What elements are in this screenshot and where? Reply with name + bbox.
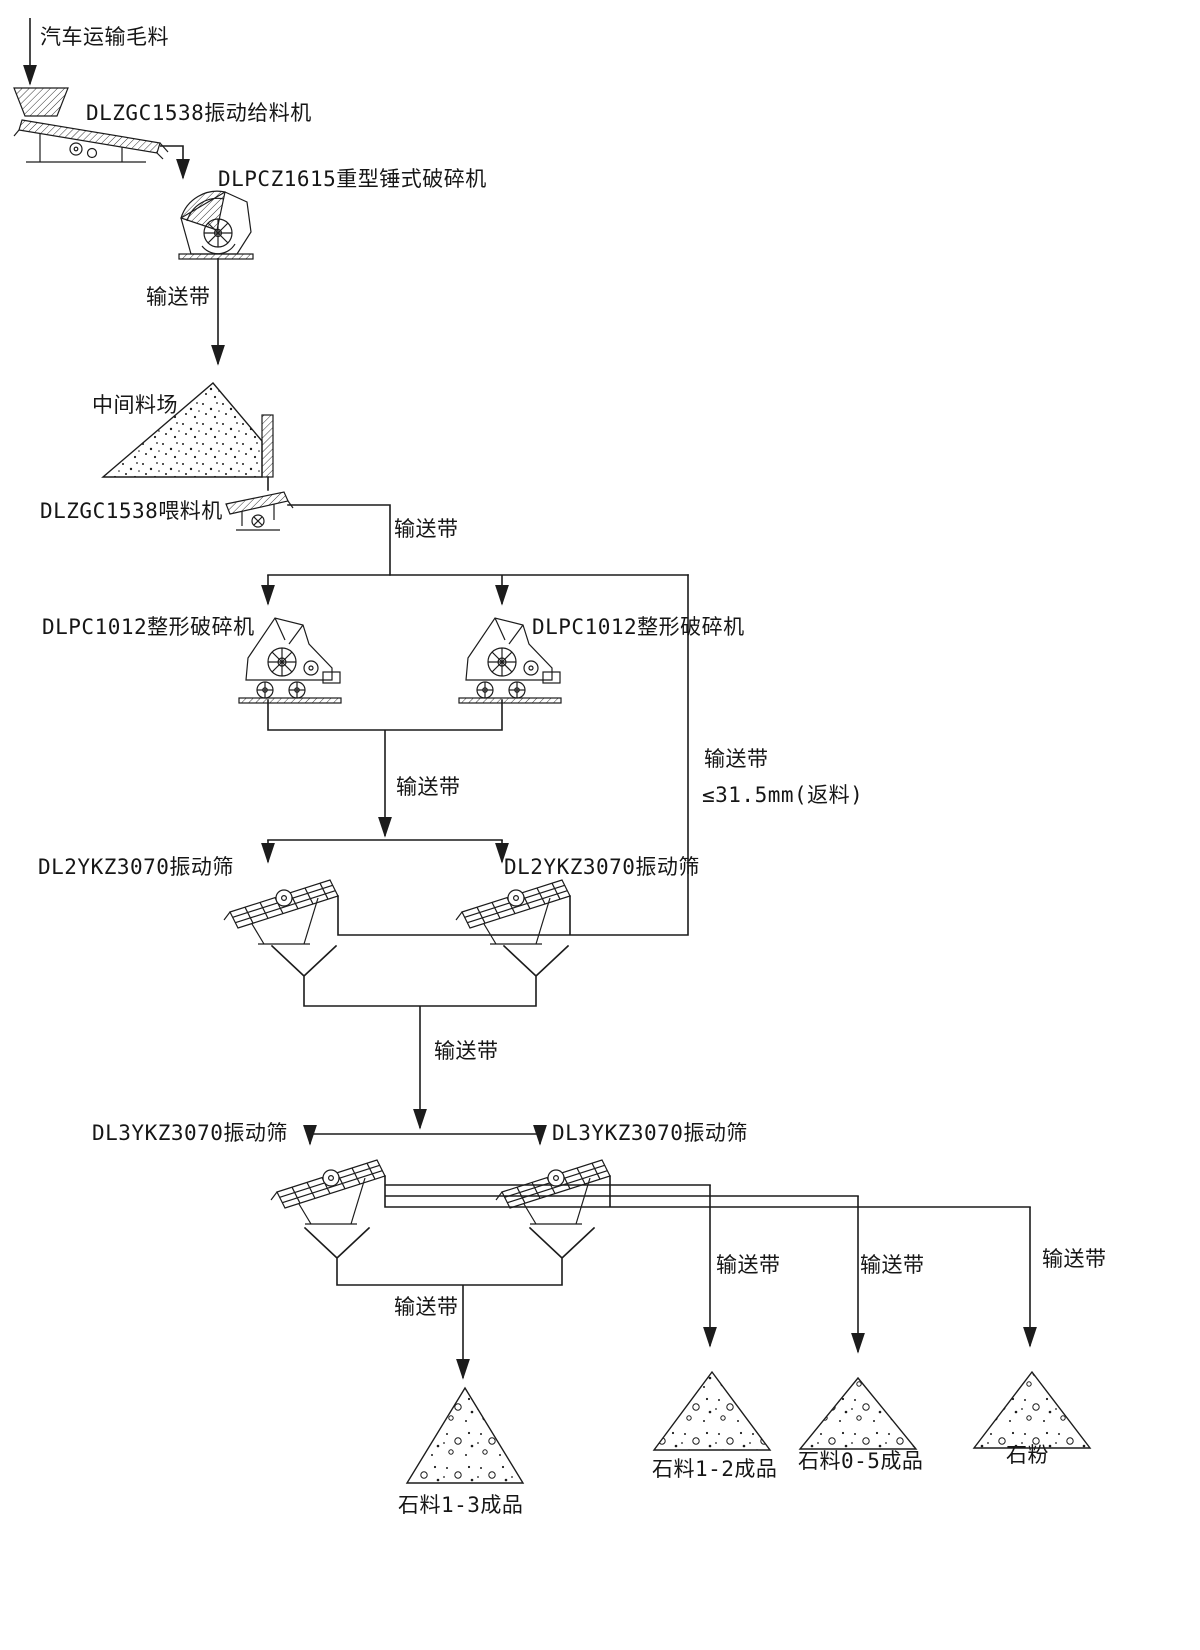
line-shapers-out xyxy=(267,699,503,731)
line-feeder2-to-branch xyxy=(267,476,391,576)
label-shaping-crusher-right: DLPC1012整形破碎机 xyxy=(532,615,745,639)
label-screen-stage1-right: DL2YKZ3070振动筛 xyxy=(504,855,700,879)
label-screen-stage2-right: DL3YKZ3070振动筛 xyxy=(552,1121,748,1145)
reclaim-feeder-icon xyxy=(225,491,294,531)
label-return-spec: ≤31.5mm(返料) xyxy=(702,783,864,807)
label-stone-powder: 石粉 xyxy=(1006,1443,1049,1467)
label-vibrating-feeder: DLZGC1538振动给料机 xyxy=(86,101,312,125)
arrow-feeder-to-crusher xyxy=(160,145,190,180)
stockpile-intermediate xyxy=(101,382,274,478)
line-funnels-stage2 xyxy=(303,1226,596,1286)
label-intermediate-stockpile: 中间料场 xyxy=(92,393,178,417)
label-conveyor-1: 输送带 xyxy=(146,285,211,309)
label-conveyor-5: 输送带 xyxy=(716,1253,781,1277)
label-conveyor-4: 输送带 xyxy=(434,1039,499,1063)
label-product-0-5: 石料0-5成品 xyxy=(798,1449,924,1473)
label-conveyor-7: 输送带 xyxy=(1042,1247,1107,1271)
label-conveyor-6: 输送带 xyxy=(860,1253,925,1277)
label-shaping-crusher-left: DLPC1012整形破碎机 xyxy=(42,615,255,639)
label-product-1-3: 石料1-3成品 xyxy=(398,1493,524,1517)
label-conveyor-2: 输送带 xyxy=(394,517,459,541)
machines xyxy=(13,87,611,1225)
line-return-conveyor xyxy=(337,574,689,936)
label-conveyor-return: 输送带 xyxy=(704,747,769,771)
label-conveyor-8: 输送带 xyxy=(394,1295,459,1319)
label-hammer-crusher: DLPCZ1615重型锤式破碎机 xyxy=(218,167,487,191)
hammer-crusher-icon xyxy=(178,190,254,260)
label-conveyor-3: 输送带 xyxy=(396,775,461,799)
screen-stage2-right-icon xyxy=(495,1159,611,1225)
label-screen-stage2-left: DL3YKZ3070振动筛 xyxy=(92,1121,288,1145)
label-screen-stage1-left: DL2YKZ3070振动筛 xyxy=(38,855,234,879)
label-product-1-2: 石料1-2成品 xyxy=(652,1457,778,1481)
line-funnels-stage1 xyxy=(270,944,570,1007)
stockpile-product-1-2 xyxy=(652,1370,772,1451)
flow-lines xyxy=(267,476,1031,1286)
stockpile-stone-powder xyxy=(972,1370,1092,1449)
stockpile-product-0-5 xyxy=(798,1376,918,1450)
screen-stage1-left-icon xyxy=(223,879,339,945)
stockpiles xyxy=(101,382,1092,1484)
label-raw-material: 汽车运输毛料 xyxy=(40,25,169,49)
flow-arrows xyxy=(23,18,1037,1380)
screen-stage2-left-icon xyxy=(270,1159,386,1225)
label-reclaim-feeder: DLZGC1538喂料机 xyxy=(40,499,223,523)
line-product-decks xyxy=(384,1175,1031,1208)
stockpile-product-1-3 xyxy=(405,1386,525,1484)
